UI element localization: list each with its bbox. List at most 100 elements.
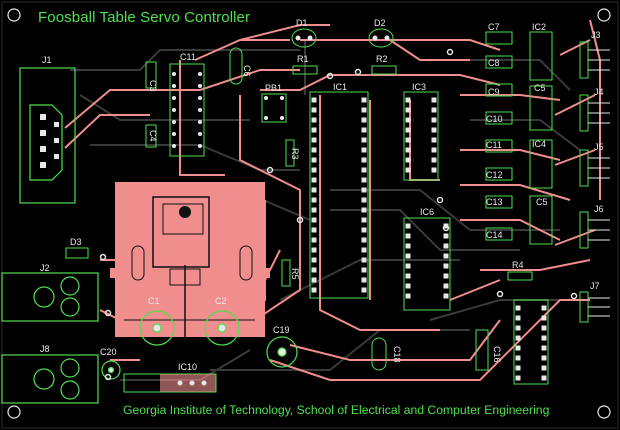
ic-pin <box>405 293 411 299</box>
svg-text:IC6: IC6 <box>420 207 434 217</box>
capacitor-c9 <box>485 83 513 97</box>
resistor-r2 <box>371 65 397 75</box>
ic-pin <box>311 277 317 283</box>
ic-pin <box>405 127 411 133</box>
resistor-r3 <box>285 139 295 167</box>
connector-j1 <box>19 67 76 204</box>
capacitor-c18 <box>371 337 387 371</box>
ic-pin <box>311 257 317 263</box>
svg-text:C16: C16 <box>492 346 502 363</box>
ic-pin <box>541 345 547 351</box>
svg-text:C8: C8 <box>488 58 500 68</box>
svg-text:C12: C12 <box>486 170 503 180</box>
ic-pin <box>405 233 411 239</box>
ic-pin <box>361 277 367 283</box>
capacitor-c2 <box>204 310 240 346</box>
capacitor-c16 <box>475 329 489 371</box>
svg-text:C11: C11 <box>486 140 502 150</box>
ic-pin <box>361 177 367 183</box>
connector-j4 <box>579 94 610 132</box>
ic-pin <box>361 137 367 143</box>
svg-text:IC1: IC1 <box>333 82 347 92</box>
ic-pin <box>405 157 411 163</box>
ic-pin <box>311 197 317 203</box>
ic-pin <box>431 137 437 143</box>
svg-text:C7: C7 <box>488 22 500 32</box>
ic-pin <box>443 273 449 279</box>
ic-pin <box>311 247 317 253</box>
svg-text:C14: C14 <box>486 230 503 240</box>
ic-pin <box>515 345 521 351</box>
mounting-holes <box>7 8 611 419</box>
j2-label: J2 <box>40 263 50 273</box>
ic-pin <box>405 167 411 173</box>
ic-pin <box>361 167 367 173</box>
ic-pin <box>515 305 521 311</box>
svg-text:C20: C20 <box>100 347 117 357</box>
capacitor-c8 <box>485 55 513 69</box>
ic-pin <box>431 107 437 113</box>
ic-pin <box>311 177 317 183</box>
svg-text:IC2: IC2 <box>532 22 546 32</box>
ic-pin <box>311 97 317 103</box>
svg-text:D1: D1 <box>296 18 308 28</box>
ic-pin <box>361 267 367 273</box>
ic-pin <box>431 147 437 153</box>
ic-pin <box>443 243 449 249</box>
j8-label: J8 <box>40 344 50 354</box>
svg-text:C11: C11 <box>180 52 196 62</box>
ic-pin <box>311 117 317 123</box>
ic-pin <box>311 227 317 233</box>
pushbutton-pb1 <box>261 93 287 123</box>
ic-pin <box>311 217 317 223</box>
ic-ic6 <box>403 217 451 311</box>
ic-pin <box>311 147 317 153</box>
ic-pin <box>311 187 317 193</box>
vias <box>99 48 578 381</box>
ic-pin <box>541 375 547 381</box>
diode-d3: D3 <box>65 237 89 259</box>
ic-pin <box>515 375 521 381</box>
capacitor-c4 <box>145 124 157 148</box>
capacitor-c14 <box>485 227 513 241</box>
ic-ic2 <box>529 31 553 81</box>
svg-text:R3: R3 <box>290 148 300 160</box>
ic-pin <box>361 107 367 113</box>
ic-pin <box>405 137 411 143</box>
ic-pin <box>515 325 521 331</box>
ic-pin <box>311 157 317 163</box>
svg-text:J6: J6 <box>594 204 604 214</box>
ic-pin <box>431 127 437 133</box>
svg-text:C18: C18 <box>392 346 402 363</box>
diode-d1 <box>291 28 317 48</box>
ic-pin <box>405 263 411 269</box>
ic-pin <box>541 335 547 341</box>
ic-pin <box>443 293 449 299</box>
svg-text:PB1: PB1 <box>265 83 282 93</box>
ic-pin <box>431 117 437 123</box>
ic-pin <box>361 227 367 233</box>
board-footer: Georgia Institute of Technology, School … <box>123 403 550 417</box>
capacitor-c10 <box>485 111 513 125</box>
capacitor-c1 <box>139 310 175 346</box>
svg-text:C13: C13 <box>486 197 503 207</box>
svg-text:C10: C10 <box>486 114 503 124</box>
connector-j5 <box>579 149 610 187</box>
ic-pin <box>311 237 317 243</box>
svg-text:J7: J7 <box>590 281 600 291</box>
ic-pin <box>405 223 411 229</box>
ic-pin <box>361 187 367 193</box>
ic-pin <box>515 355 521 361</box>
capacitor-c7 <box>485 31 513 45</box>
ic-pin <box>361 97 367 103</box>
ic-ic5 <box>513 299 549 385</box>
svg-text:IC3: IC3 <box>412 82 426 92</box>
ic-pin <box>443 283 449 289</box>
capacitor-c19 <box>266 336 298 368</box>
svg-text:D2: D2 <box>374 18 386 28</box>
svg-text:R1: R1 <box>297 54 309 64</box>
ic-pin <box>431 97 437 103</box>
ic-pin <box>361 217 367 223</box>
ic-pin <box>311 107 317 113</box>
ic-pin <box>405 243 411 249</box>
